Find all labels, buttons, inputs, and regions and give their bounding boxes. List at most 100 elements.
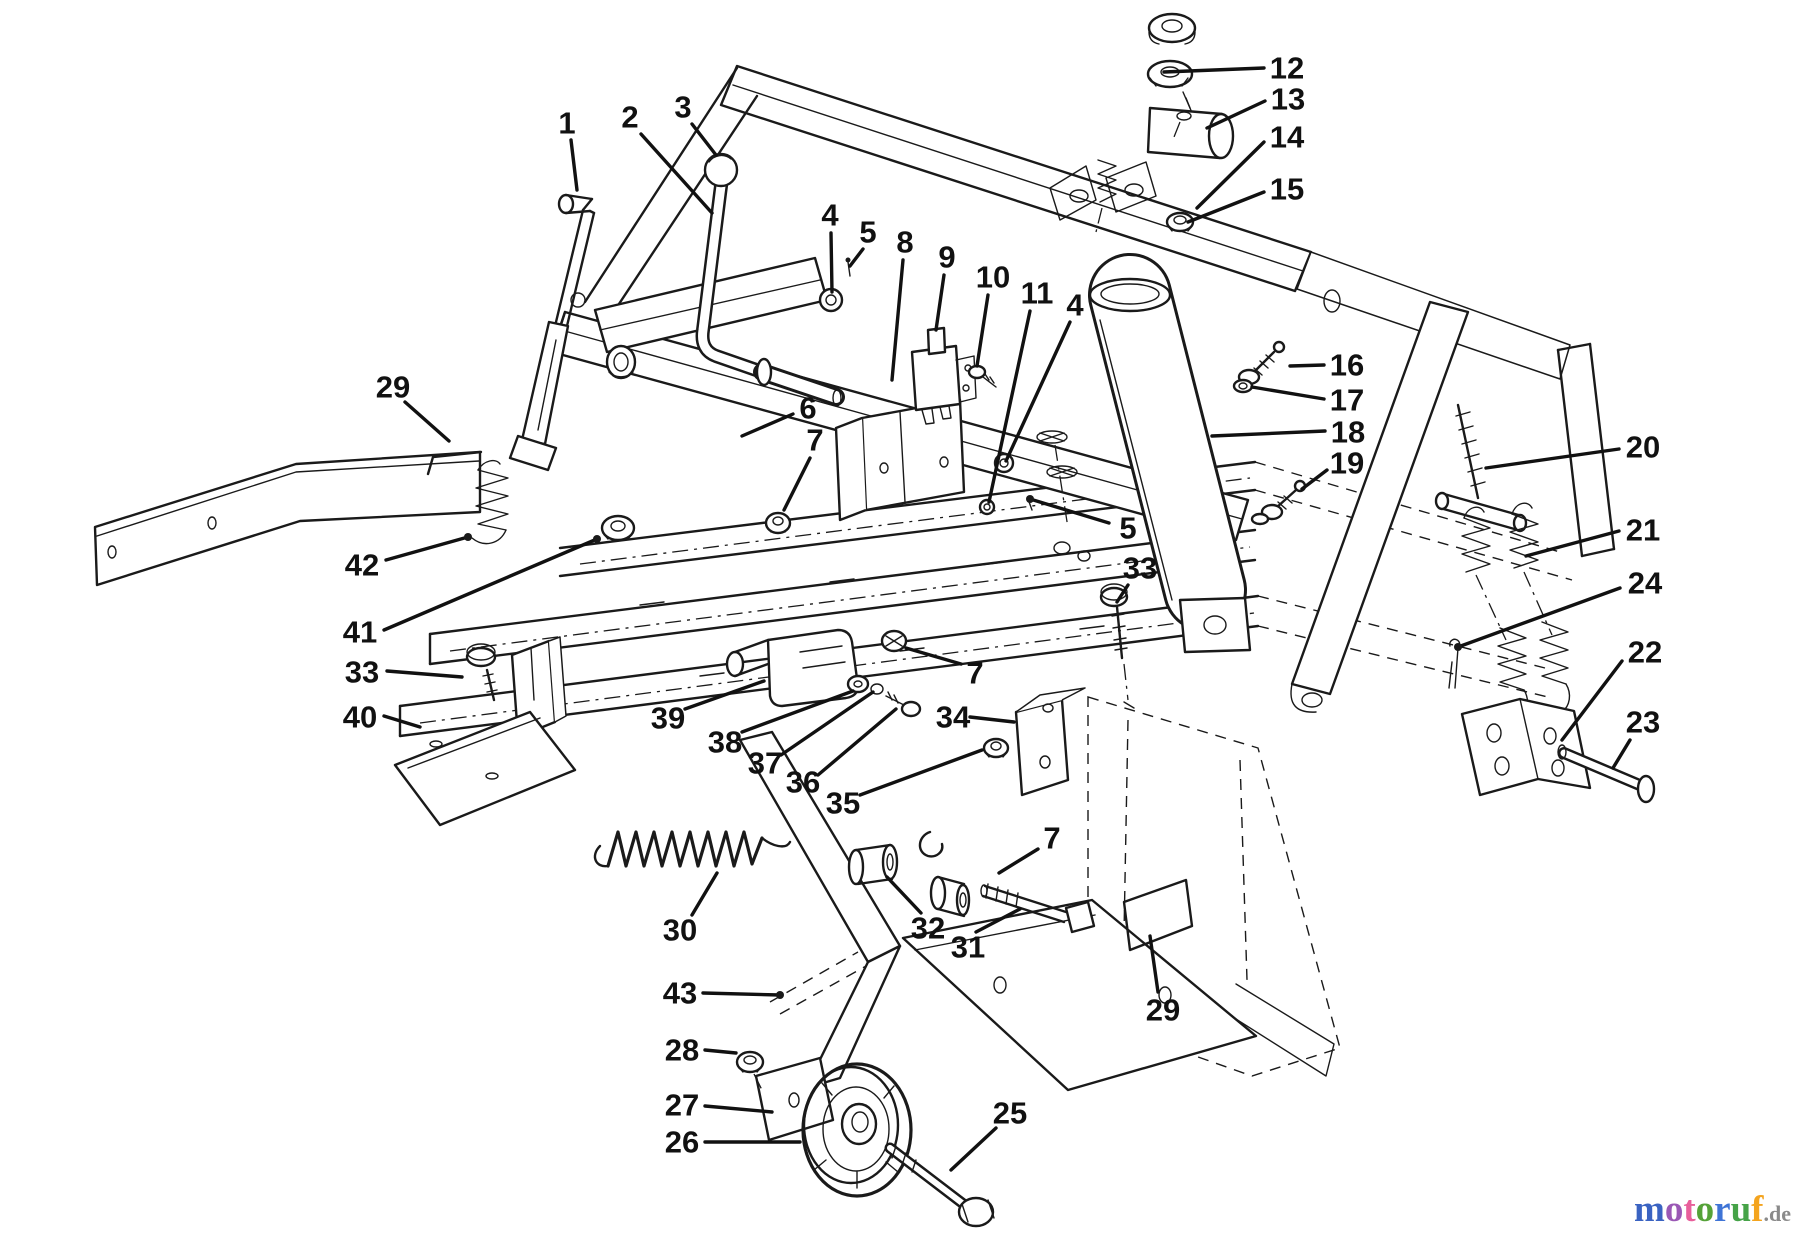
watermark-word: motoruf (1634, 1189, 1764, 1230)
leader-line-2 (639, 132, 714, 215)
watermark-letter: r (1714, 1189, 1731, 1230)
part-label-c33a: 33 (345, 655, 379, 690)
part-label-c10: 10 (976, 260, 1010, 295)
part-label-c6: 6 (799, 391, 816, 426)
part-label-c30: 30 (663, 913, 697, 948)
leader-line-15 (1186, 190, 1266, 224)
grease-fittings (1232, 340, 1307, 526)
leader-line-34 (968, 715, 1016, 724)
leader-line-5 (848, 247, 865, 268)
leader-line-10 (975, 293, 990, 368)
part-label-c34: 34 (936, 700, 971, 735)
right-frame-leg (1290, 300, 1616, 713)
part-label-c42: 42 (345, 548, 379, 583)
leader-line-35 (858, 748, 984, 797)
rod-collar (755, 357, 773, 387)
part-label-c27: 27 (665, 1088, 699, 1123)
part-label-c13: 13 (1271, 82, 1305, 117)
leader-line-22 (1560, 659, 1624, 742)
part-label-c7c: 7 (1043, 821, 1060, 856)
switch-screw (967, 364, 987, 380)
idler-pivot-group (725, 583, 1135, 797)
clevis-pin-head (1636, 774, 1656, 804)
leader-line-17 (1250, 385, 1326, 401)
leader-line-39 (683, 679, 766, 711)
pulley-hub (840, 1102, 878, 1146)
leader-line-21 (1524, 529, 1621, 558)
leader-line-31 (974, 907, 1022, 934)
flange-nut-15 (1165, 211, 1195, 233)
leader-line-8 (890, 258, 905, 382)
leader-line-25 (949, 1126, 998, 1172)
leader-line-4 (1004, 320, 1072, 463)
leader-line-33 (1115, 583, 1130, 604)
spacer-32a (847, 848, 865, 886)
part-label-c8: 8 (896, 225, 913, 260)
nut-28 (735, 1050, 765, 1074)
part-label-c14: 14 (1270, 120, 1305, 155)
leader-line-32 (885, 875, 923, 915)
spring-21-left (1461, 517, 1491, 573)
leader-line-19 (1300, 468, 1329, 491)
leader-line-5 (1028, 497, 1111, 525)
leader-line-29 (403, 400, 451, 443)
part-label-c18: 18 (1331, 415, 1365, 450)
part-label-c20: 20 (1626, 430, 1660, 465)
decal-marker-29 (426, 450, 483, 476)
leader-line-14 (1195, 140, 1266, 210)
part-label-c31: 31 (951, 930, 985, 965)
part-label-c33b: 33 (1123, 551, 1157, 586)
part-label-c16: 16 (1330, 348, 1364, 383)
nut-35 (982, 737, 1010, 759)
leader-line-23 (1611, 738, 1632, 770)
part-label-c37: 37 (748, 746, 782, 781)
trunnion-assembly (1146, 12, 1235, 233)
leader-line-20 (1484, 447, 1621, 470)
leader-line-7 (997, 847, 1040, 875)
leader-line-16 (1288, 363, 1326, 368)
watermark-suffix: .de (1763, 1201, 1792, 1226)
leader-line-40 (382, 714, 422, 729)
leader-dot-24 (1454, 643, 1462, 651)
leader-dot-42 (464, 533, 472, 541)
leader-line-4 (829, 231, 834, 294)
watermark-letter: o (1664, 1189, 1684, 1230)
part-label-c19: 19 (1330, 446, 1364, 481)
watermark-letter: f (1751, 1189, 1764, 1230)
leader-line-3 (690, 122, 718, 157)
lock-nut-12 (1146, 59, 1194, 89)
leader-line-28 (703, 1048, 738, 1055)
washer-17 (1232, 378, 1254, 394)
bolt-36-head (900, 700, 922, 718)
leader-line-38 (740, 689, 855, 734)
foot-bracket-27 (754, 1056, 835, 1142)
leader-line-43 (701, 991, 782, 997)
lever-rod (695, 152, 845, 407)
right-bracket-pin (1460, 697, 1656, 804)
part-label-c40: 40 (343, 700, 377, 735)
part-label-c1: 1 (558, 106, 575, 141)
part-label-c35: 35 (826, 786, 860, 821)
part-label-c5a: 5 (859, 215, 876, 250)
watermark-letter: m (1634, 1189, 1665, 1230)
pedal-arm-assembly (738, 730, 1258, 1142)
part-label-c24: 24 (1628, 566, 1663, 601)
part-label-c9: 9 (938, 240, 955, 275)
spring-42 (475, 469, 509, 531)
part-label-c41: 41 (343, 615, 377, 650)
leader-line-33 (385, 669, 464, 679)
part-label-c11: 11 (1021, 276, 1054, 311)
part-label-c36: 36 (786, 765, 820, 800)
leader-dot-43 (776, 991, 784, 999)
lift-rod-springs (1434, 403, 1571, 719)
spacer-32b (929, 875, 947, 911)
leader-line-37 (779, 690, 875, 757)
bolt-33-head (465, 646, 497, 668)
watermark-logo: motoruf.de (1634, 1190, 1800, 1234)
part-label-c25: 25 (993, 1096, 1027, 1131)
pivot-shaft-39 (766, 628, 860, 708)
leader-line-29 (1148, 934, 1160, 994)
leader-line-9 (934, 273, 946, 332)
